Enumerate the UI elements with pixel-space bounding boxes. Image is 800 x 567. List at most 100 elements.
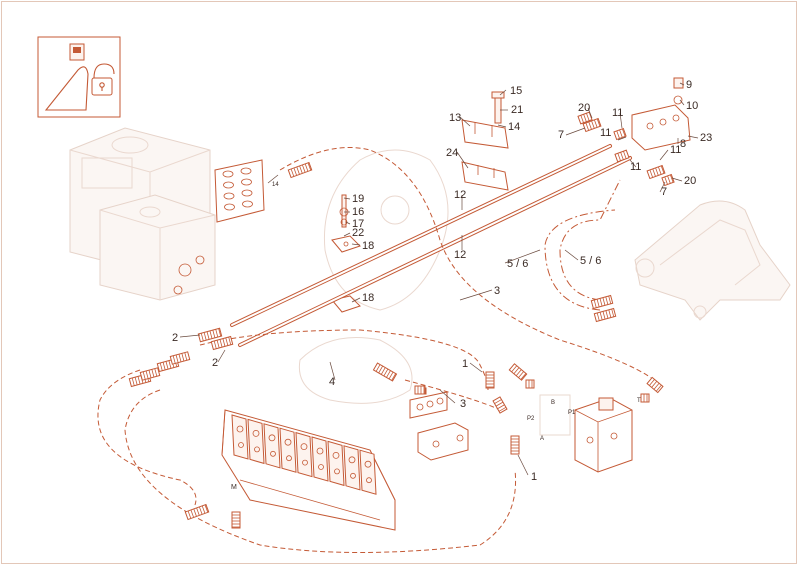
callout-4: 4 [329,376,335,388]
leader-line [587,107,593,119]
leader-line [564,249,579,261]
leader-line [679,99,685,106]
threaded-fitting [646,376,664,394]
valve-spool [231,414,249,460]
callout-20a: 20 [578,102,590,114]
callout-16: 16 [352,206,364,218]
leader-line [267,174,279,184]
threaded-fitting [590,294,614,310]
leader-line [439,389,456,404]
port-label-p2: P2 [527,416,535,422]
port-label-t: T [637,398,641,404]
threaded-fitting [577,111,593,125]
leader-line [565,127,586,136]
threaded-fitting [184,503,210,521]
leader-line [343,232,351,237]
machine-frame-ghost [69,127,216,301]
callout-7b: 7 [661,186,667,198]
threaded-fitting [492,396,508,414]
valve-spool [311,436,329,482]
threaded-fitting [372,362,398,382]
threaded-fitting [614,149,630,163]
leader-line [469,362,483,373]
callout-17: 17 [352,218,364,230]
leader-line [617,136,627,141]
gasket-hole [223,192,235,200]
gasket-hole [242,200,253,208]
clamps [461,91,509,191]
gasket-hole [222,170,234,178]
boom-arm-ghost [634,200,791,321]
callout-1b: 1 [531,471,537,483]
leader-line [351,243,361,246]
valve-spool [279,427,297,473]
callout-5-6a: 5 / 6 [507,258,528,270]
callout-18b: 18 [362,292,374,304]
leader-line [687,135,699,139]
lock-open-icon [37,36,121,118]
leader-line [179,334,201,338]
threaded-fitting [231,511,241,529]
callout-15: 15 [510,85,522,97]
control-valve-bank [221,409,396,531]
callout-5-6b: 5 / 6 [580,255,601,267]
gasket-hole [223,181,234,189]
valve-port-labels: M B P1 P2 T A [231,398,641,491]
threaded-fitting [485,371,495,389]
top-right-manifold [631,77,691,151]
fittings [128,111,675,529]
rigid-tubes [230,144,632,347]
callout-12a: 12 [454,189,466,201]
gasket-hole [241,178,252,186]
callout-9: 9 [686,79,692,91]
leader-line [504,249,541,264]
callout-2a: 2 [172,332,178,344]
callout-3a: 3 [494,285,500,297]
valve-spool [295,431,313,478]
leader-line [459,116,471,127]
valve-spool [327,440,345,487]
callout-14b: 14 [272,182,279,188]
threaded-fitting [169,351,191,365]
callout-24: 24 [446,147,458,159]
leader-line [659,181,666,193]
leader-line [456,151,469,169]
leader-line [345,221,351,225]
leader-line [659,149,669,161]
leader-line [671,177,683,182]
callout-18a: 18 [362,240,374,252]
callout-3b: 3 [460,398,466,410]
leader-line [619,112,623,129]
callout-23: 23 [700,132,712,144]
threaded-fitting [287,161,313,179]
gasket-plate [214,159,265,223]
callout-8: 8 [680,138,686,150]
watermark-ghost [298,149,449,404]
callout-22: 22 [352,227,364,239]
threaded-fitting [646,164,666,180]
threaded-fitting [640,393,650,403]
threaded-fitting [508,363,528,381]
callouts: 2 2 3 3 4 1 1 5 / 6 5 / 6 12 12 13 24 15… [172,79,712,483]
leader-line [351,297,361,303]
leader-lines [179,82,699,476]
port-label-b: B [551,400,555,406]
callout-11d: 11 [630,161,641,173]
valve-spool [247,418,265,465]
port-label-a: A [540,436,544,442]
threaded-fitting [210,335,234,351]
callout-14a: 14 [508,121,520,133]
leader-line [629,159,637,168]
leader-line [217,349,226,363]
leader-line [517,454,529,476]
callout-7a: 7 [558,129,564,141]
threaded-fitting [613,127,627,141]
threaded-fitting [197,327,223,343]
callout-1a: 1 [462,358,468,370]
threaded-fitting [414,385,426,395]
gasket-hole [241,189,253,197]
leader-line [343,197,351,200]
callout-11c: 11 [670,144,681,156]
